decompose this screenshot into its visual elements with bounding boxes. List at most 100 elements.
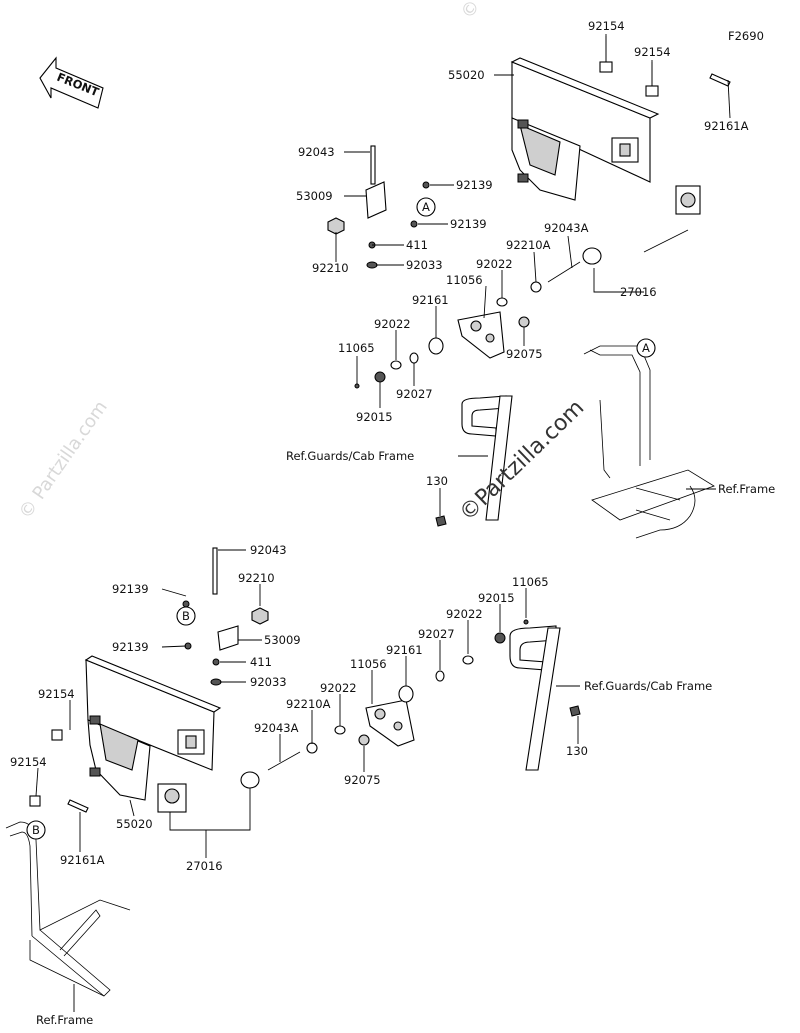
bottom-bracket-27016 (157, 771, 260, 813)
label-bot-92139-a: 92139 (112, 582, 149, 596)
label-top-55020: 55020 (448, 68, 485, 82)
label-bot-27016: 27016 (186, 859, 223, 873)
bottom-bolt-92043A (267, 751, 301, 771)
top-bracket-53009 (365, 181, 387, 219)
top-strip-92161A (709, 73, 731, 87)
label-top-92210: 92210 (312, 261, 349, 275)
bottom-assembly: B B (5, 547, 581, 997)
bottom-fender-panel (84, 655, 222, 801)
label-top-92075: 92075 (506, 347, 543, 361)
label-bot-92043A: 92043A (254, 721, 299, 735)
top-collar-92027 (409, 352, 419, 364)
bottom-washer-92022-a (462, 655, 474, 665)
label-top-92043: 92043 (298, 145, 335, 159)
bottom-bolt-130 (569, 705, 581, 717)
label-bot-92154-b: 92154 (10, 755, 47, 769)
bottom-washer-92022-b (334, 725, 346, 735)
label-bot-92022-a: 92022 (446, 607, 483, 621)
top-guard (461, 395, 513, 521)
label-top-92027: 92027 (396, 387, 433, 401)
label-bot-ref-frame: Ref.Frame (36, 1013, 93, 1027)
label-bot-92210: 92210 (238, 571, 275, 585)
label-bot-92139-b: 92139 (112, 640, 149, 654)
bottom-guard (509, 625, 561, 771)
bottom-strip-92161A (67, 799, 89, 813)
label-bot-53009: 53009 (264, 633, 301, 647)
bottom-frame (5, 821, 131, 997)
label-top-92022-b: 92022 (374, 317, 411, 331)
top-callout-a-frame-text: A (642, 341, 650, 355)
bottom-clip-92139-a (182, 600, 190, 608)
label-top-ref-frame: Ref.Frame (718, 482, 775, 496)
label-bot-11065: 11065 (512, 575, 549, 589)
label-top-92022-a: 92022 (476, 257, 513, 271)
label-bot-92043: 92043 (250, 543, 287, 557)
top-frame (583, 345, 715, 539)
label-top-130: 130 (426, 474, 448, 488)
bottom-collar-92027 (435, 670, 445, 682)
bottom-screw-92154-b (29, 795, 41, 807)
top-callout-a-frame (636, 338, 656, 358)
label-top-92154-b: 92154 (634, 45, 671, 59)
label-bot-92027: 92027 (418, 627, 455, 641)
label-bot-92161A: 92161A (60, 853, 105, 867)
bottom-nut-92210A (306, 742, 318, 754)
label-bot-92033: 92033 (250, 675, 287, 689)
label-top-92015: 92015 (356, 410, 393, 424)
label-top-92043A: 92043A (544, 221, 589, 235)
label-top-11056: 11056 (446, 273, 483, 287)
figure-code: F2690 (728, 29, 764, 43)
label-top-411: 411 (406, 238, 428, 252)
label-bot-411: 411 (250, 655, 272, 669)
front-arrow-icon: FRONT (39, 56, 104, 109)
bottom-nut-92015 (494, 632, 506, 644)
top-clip-92139-a (422, 181, 430, 189)
label-bot-130: 130 (566, 744, 588, 758)
bottom-screw-92154-a (51, 729, 63, 741)
label-top-92139-a: 92139 (456, 178, 493, 192)
top-bracket-27016 (582, 185, 701, 265)
bottom-callout-b-frame-text: B (32, 823, 40, 837)
watermark-right: © Partzilla.com (457, 0, 554, 23)
label-top-92161: 92161 (412, 293, 449, 307)
top-fender-panel (510, 57, 660, 201)
label-bot-55020: 55020 (116, 817, 153, 831)
top-hinge-11056 (457, 311, 505, 359)
top-washer-92022-a (496, 297, 508, 307)
label-bot-92022-b: 92022 (320, 681, 357, 695)
label-bot-92154-a: 92154 (38, 687, 75, 701)
bottom-bushing-92161 (398, 685, 414, 703)
bottom-nut-92075 (358, 734, 370, 746)
label-bot-92075: 92075 (344, 773, 381, 787)
watermark-center: ©Partzilla.com (455, 395, 589, 526)
top-nut-92015 (374, 371, 386, 383)
bottom-callout-b-frame (26, 820, 46, 840)
label-bot-92161: 92161 (386, 643, 423, 657)
bottom-nut-92210 (251, 607, 269, 625)
label-bot-92015: 92015 (478, 591, 515, 605)
label-top-92139-b: 92139 (450, 217, 487, 231)
top-nut-92210A (530, 281, 542, 293)
top-clip-92139-b (410, 220, 418, 228)
label-top-92161A: 92161A (704, 119, 749, 133)
label-bot-ref-guards: Ref.Guards/Cab Frame (584, 679, 712, 693)
bottom-pin-92043 (212, 547, 218, 595)
top-pin-92043 (370, 145, 376, 185)
bottom-hinge-11056 (365, 699, 415, 747)
bottom-bracket-53009 (217, 625, 239, 651)
watermark-left: © Partzilla.com (15, 397, 112, 523)
bottom-washer-411 (212, 658, 220, 666)
top-nut-92075 (518, 316, 530, 328)
label-top-ref-guards: Ref.Guards/Cab Frame (286, 449, 414, 463)
top-pin-11065 (354, 383, 360, 389)
label-bot-11056: 11056 (350, 657, 387, 671)
top-callout-a-text: A (422, 200, 430, 214)
top-washer-92022-b (390, 360, 402, 370)
top-bushing-92161 (428, 337, 444, 355)
bottom-leaders (35, 549, 580, 1012)
top-nut-92210 (327, 217, 345, 235)
label-top-92154-a: 92154 (588, 19, 625, 33)
label-top-27016: 27016 (620, 285, 657, 299)
top-bolt-130 (435, 515, 447, 527)
